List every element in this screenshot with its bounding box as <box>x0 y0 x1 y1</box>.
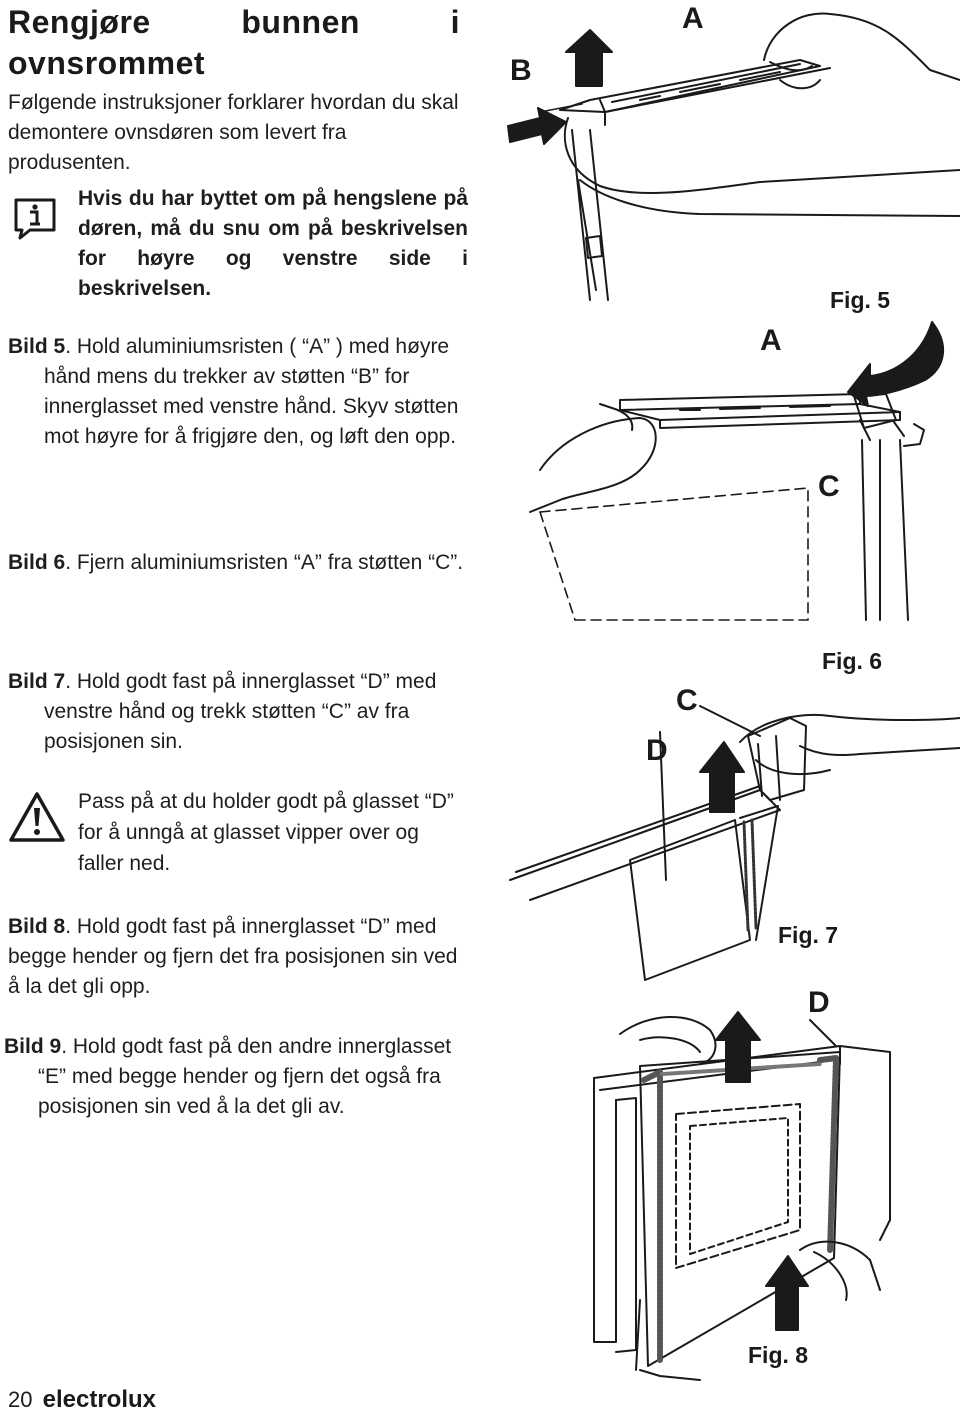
fig7-letter-d: D <box>808 986 830 1019</box>
fig6-letter-d: D <box>646 734 668 767</box>
fig5-top-drawing <box>507 12 960 301</box>
fig7-8-drawing <box>593 1011 891 1381</box>
step-label: Bild 5 <box>8 335 66 358</box>
warning-note: Pass på at du holder godt på glasset “D”… <box>78 790 454 875</box>
page-number: 20 <box>8 1387 33 1412</box>
intro-paragraph: Følgende instruksjoner forklarer hvordan… <box>8 91 459 174</box>
fig5-letter-a-top: A <box>682 2 704 35</box>
step-text: . Hold godt fast på den andre innerglass… <box>38 1035 452 1118</box>
info-note: Hvis du har byttet om på hengslene på dø… <box>78 187 468 300</box>
step-bild-5: Bild 5. Hold aluminiumsristen ( “A” ) me… <box>8 332 468 452</box>
fig5-bottom-drawing <box>529 321 945 621</box>
step-label: Bild 6 <box>8 551 66 574</box>
page-footer: 20 electrolux <box>8 1386 156 1414</box>
step-text: . Hold godt fast på innerglasset “D” med… <box>8 915 458 998</box>
step-bild-9: Bild 9. Hold godt fast på den andre inne… <box>4 1032 466 1122</box>
brand-logo: electrolux <box>42 1386 156 1413</box>
fig8-label: Fig. 8 <box>748 1342 809 1368</box>
fig5-letter-a-bottom: A <box>760 324 782 357</box>
fig6-letter-c: C <box>676 684 698 717</box>
step-text: . Hold godt fast på innerglasset “D” med… <box>44 670 437 753</box>
fig7-label: Fig. 7 <box>778 922 839 948</box>
fig6-drawing <box>509 705 960 981</box>
step-text: . Hold aluminiumsristen ( “A” ) med høyr… <box>44 335 459 448</box>
step-label: Bild 7 <box>8 670 66 693</box>
fig6-label: Fig. 6 <box>822 648 883 674</box>
warning-icon <box>9 792 65 842</box>
step-label: Bild 9 <box>4 1035 62 1058</box>
fig5-label: Fig. 5 <box>830 287 891 313</box>
fig5-letter-b: B <box>510 54 532 87</box>
step-bild-6: Bild 6. Fjern aluminiumsristen “A” fra s… <box>8 548 468 578</box>
info-icon <box>14 198 56 240</box>
step-label: Bild 8 <box>8 915 66 938</box>
step-bild-7: Bild 7. Hold godt fast på innerglasset “… <box>8 667 468 757</box>
step-text: . Fjern aluminiumsristen “A” fra støtten… <box>65 551 464 574</box>
step-bild-8: Bild 8. Hold godt fast på innerglasset “… <box>8 912 468 1002</box>
fig5-letter-c: C <box>818 470 840 503</box>
page-title: Rengjøre bunnen i ovnsrommet <box>8 4 460 81</box>
